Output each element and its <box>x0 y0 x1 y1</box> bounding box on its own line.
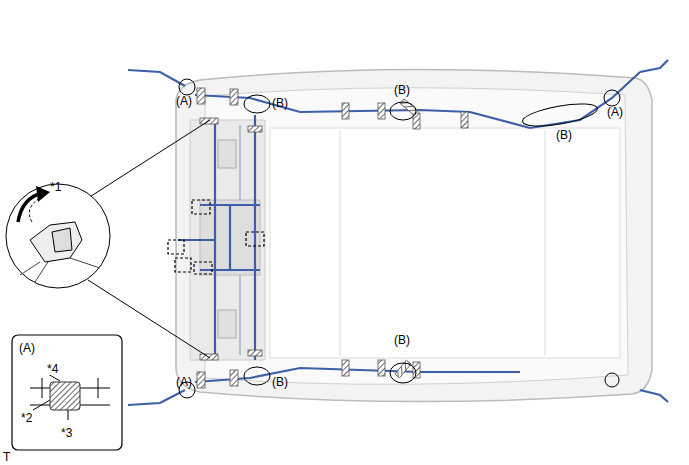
callout-letter: (B) <box>394 334 410 346</box>
callout-number: *1 <box>50 181 61 193</box>
callout-letter: (A) <box>176 376 192 388</box>
callout-letter: (B) <box>556 129 572 141</box>
callout-number: *4 <box>46 363 59 375</box>
callout-letter: (A) <box>607 106 623 118</box>
callout-number: *3 <box>60 427 73 439</box>
callout-letter: (B) <box>272 97 288 109</box>
callout-letter: (A) <box>176 95 192 107</box>
callout-letter: (B) <box>272 376 288 388</box>
callout-number: *2 <box>20 412 33 424</box>
callout-letter: (A) <box>18 342 36 354</box>
figure-code: T <box>3 451 10 463</box>
callout-letter: (B) <box>394 84 410 96</box>
